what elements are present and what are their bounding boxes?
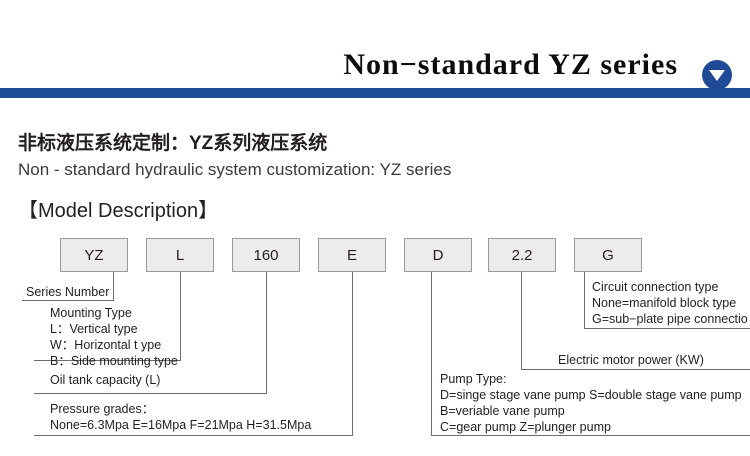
heading-english: Non - standard hydraulic system customiz…: [18, 160, 452, 179]
leader-vline-circuit: [584, 272, 585, 328]
annotation-line: Pressure grades：: [50, 402, 155, 416]
annotation-line: Circuit connection type: [592, 280, 719, 294]
annotation-circuit-connection: Circuit connection type None=manifold bl…: [592, 279, 748, 327]
code-box-tank-capacity[interactable]: 160: [232, 238, 300, 272]
leader-hline-motor: [521, 369, 750, 370]
heading-chinese: 非标液压系统定制：YZ系列液压系统: [18, 133, 328, 154]
leader-hline-tank: [34, 393, 267, 394]
annotation-line: G=sub−plate pipe connectio: [592, 312, 748, 326]
annotation-line: Pump Type:: [440, 372, 507, 386]
page-header: Non−standard YZ series: [0, 0, 750, 100]
leader-vline-motor: [521, 272, 522, 369]
annotation-line: B=veriable vane pump: [440, 404, 565, 418]
code-box-motor-power[interactable]: 2.2: [488, 238, 556, 272]
annotation-mounting-type: Mounting Type L：Vertical type W：Horizont…: [50, 305, 178, 369]
leader-hline-mounting: [34, 360, 181, 361]
annotation-pump-type: Pump Type: D=singe stage vane pump S=dou…: [440, 371, 742, 435]
annotation-pressure-grades: Pressure grades： None=6.3Mpa E=16Mpa F=2…: [50, 401, 311, 433]
annotation-line: D=singe stage vane pump S=double stage v…: [440, 388, 742, 402]
code-box-circuit-connection[interactable]: G: [574, 238, 642, 272]
annotation-line: Series Number: [26, 285, 110, 299]
leader-hline-series: [22, 300, 114, 301]
chevron-down-glyph: [709, 70, 725, 82]
leader-hline-pressure: [34, 435, 353, 436]
section-title-model-description: 【Model Description】: [18, 200, 219, 222]
leader-vline-tank: [266, 272, 267, 393]
code-box-pressure-grade[interactable]: E: [318, 238, 386, 272]
leader-vline-pump: [431, 272, 432, 435]
annotation-line: W：Horizontal t ype: [50, 338, 162, 352]
code-box-series[interactable]: YZ: [60, 238, 128, 272]
leader-hline-pump: [431, 435, 750, 436]
annotation-line: Oil tank capacity (L): [50, 373, 161, 387]
annotation-line: None=6.3Mpa E=16Mpa F=21Mpa H=31.5Mpa: [50, 418, 312, 432]
page-title: Non−standard YZ series: [343, 48, 678, 81]
annotation-series-number: Series Number: [26, 284, 109, 300]
annotation-line: B：Side mounting type: [50, 354, 178, 368]
header-divider: [0, 88, 750, 98]
annotation-line: Electric motor power (KW): [558, 353, 704, 367]
code-box-pump-type[interactable]: D: [404, 238, 472, 272]
annotation-motor-power: Electric motor power (KW): [558, 352, 704, 368]
leader-vline-pressure: [352, 272, 353, 435]
leader-vline-mounting: [180, 272, 181, 360]
annotation-oil-tank-capacity: Oil tank capacity (L): [50, 372, 160, 388]
annotation-line: None=manifold block type: [592, 296, 737, 310]
leader-hline-circuit: [584, 328, 750, 329]
annotation-line: C=gear pump Z=plunger pump: [440, 420, 611, 434]
annotation-line: L：Vertical type: [50, 322, 138, 336]
leader-vline-series: [113, 272, 114, 300]
chevron-down-icon[interactable]: [702, 60, 732, 90]
code-box-mounting[interactable]: L: [146, 238, 214, 272]
annotation-line: Mounting Type: [50, 306, 132, 320]
